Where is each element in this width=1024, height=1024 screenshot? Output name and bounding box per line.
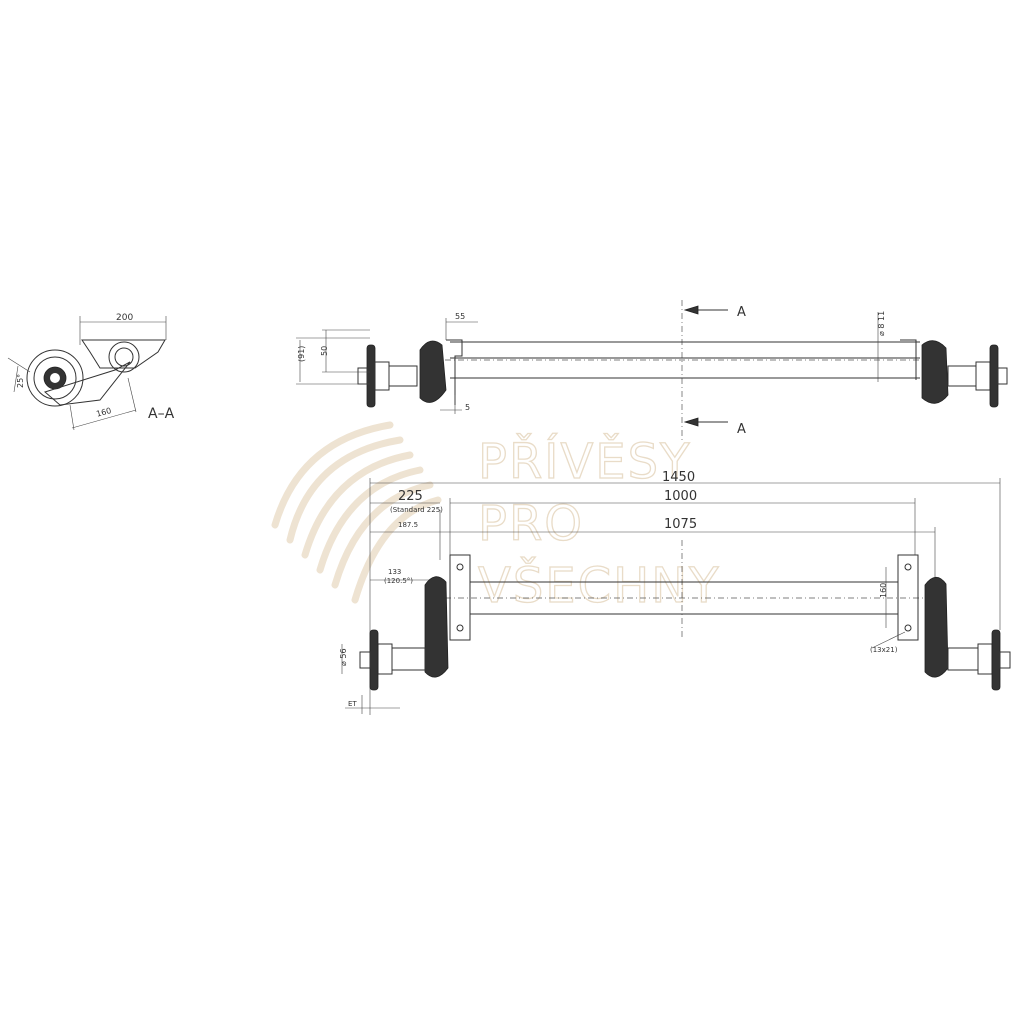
dim-line-angle — [13, 365, 19, 393]
brake-drum — [366, 344, 376, 408]
right-bracket — [900, 339, 917, 380]
right-mounting-plate — [897, 554, 919, 641]
dim-text-angle: 25° — [16, 374, 25, 388]
dim-text-225-note: (Standard 225) — [390, 506, 443, 514]
hub — [975, 361, 991, 391]
section-view-a-a: 200 25° 160 A–A — [7, 313, 175, 431]
section-arrow-head — [683, 305, 699, 315]
hub-cap — [359, 651, 371, 669]
stub-axle — [947, 365, 977, 387]
mounting-bracket — [81, 339, 166, 369]
stub-axle — [947, 647, 979, 671]
swing-arm — [419, 340, 447, 403]
hub-bore — [50, 373, 60, 383]
dim-text-1000: 1000 — [664, 489, 697, 504]
dim-line-angle — [7, 357, 31, 373]
dim-text-5: 5 — [465, 403, 470, 412]
dim-text-133: 133 — [388, 568, 401, 576]
left-bracket — [446, 339, 463, 405]
dim-text-1075: 1075 — [664, 517, 697, 532]
bolt-hole — [456, 624, 464, 632]
torsion-tube-outer — [108, 341, 140, 373]
dim-text-dia: ⌀ 56 — [339, 648, 348, 666]
leader-line — [871, 631, 906, 649]
swing-arm — [43, 361, 131, 406]
top-view: A A (91) — [296, 300, 1008, 440]
brake-drum-outer — [26, 349, 84, 407]
hub-cap — [357, 367, 368, 385]
left-mounting-plate — [449, 554, 471, 641]
section-mark-bottom: A — [737, 422, 746, 437]
torsion-tube-inner — [114, 347, 134, 367]
swing-arm — [424, 576, 449, 678]
brake-drum — [991, 629, 1001, 691]
watermark: PŘÍVĚSY PRO VŠECHNY — [271, 421, 720, 615]
front-view: 1450 1000 225 (Standard 225) 187.5 1075 … — [339, 470, 1011, 715]
dim-line-160 — [71, 409, 137, 429]
left-hub-assembly — [359, 576, 449, 691]
dim-text-200: 200 — [116, 313, 133, 323]
hub — [977, 643, 993, 675]
right-hub-assembly — [924, 576, 1011, 691]
dim-text-225: 225 — [398, 489, 423, 504]
bolt-hole — [904, 563, 912, 571]
dim-text-tube: ⌀ 8 11 — [877, 311, 886, 336]
brake-drum-inner — [33, 356, 77, 400]
ext-line — [127, 377, 137, 413]
dim-text-50: 50 — [320, 346, 329, 356]
dim-text-120: (120.5°) — [384, 577, 413, 585]
dim-text-1450: 1450 — [662, 470, 695, 485]
section-mark-top: A — [737, 305, 746, 320]
dim-text-160: 160 — [879, 583, 888, 598]
right-hub-assembly — [921, 340, 1008, 408]
hub — [377, 643, 393, 675]
swing-arm — [921, 340, 949, 404]
dim-text-187: 187.5 — [398, 521, 418, 529]
dim-text-holes: (13x21) — [870, 646, 898, 654]
watermark-line-2: PRO — [478, 496, 584, 552]
bolt-hole — [456, 563, 464, 571]
brake-drum — [369, 629, 379, 691]
swing-arm — [924, 576, 949, 678]
stub-axle — [391, 647, 426, 671]
dim-text-91: (91) — [297, 346, 306, 362]
section-label: A–A — [148, 406, 175, 422]
hub — [374, 361, 390, 391]
ext-line — [69, 404, 75, 431]
left-hub-assembly — [357, 340, 447, 408]
stub-axle — [388, 365, 418, 387]
dim-text-55: 55 — [455, 312, 465, 321]
hub-cap — [997, 367, 1008, 385]
section-arrow-head — [683, 417, 699, 427]
hub-cap — [999, 651, 1011, 669]
watermark-arcs-logo — [271, 421, 442, 604]
dim-text-160: 160 — [95, 406, 112, 419]
watermark-line-3: VŠECHNY — [478, 557, 720, 614]
bolt-hole — [904, 624, 912, 632]
dim-text-et: ET — [348, 700, 357, 708]
brake-drum — [989, 344, 999, 408]
watermark-line-1: PŘÍVĚSY — [478, 433, 691, 490]
